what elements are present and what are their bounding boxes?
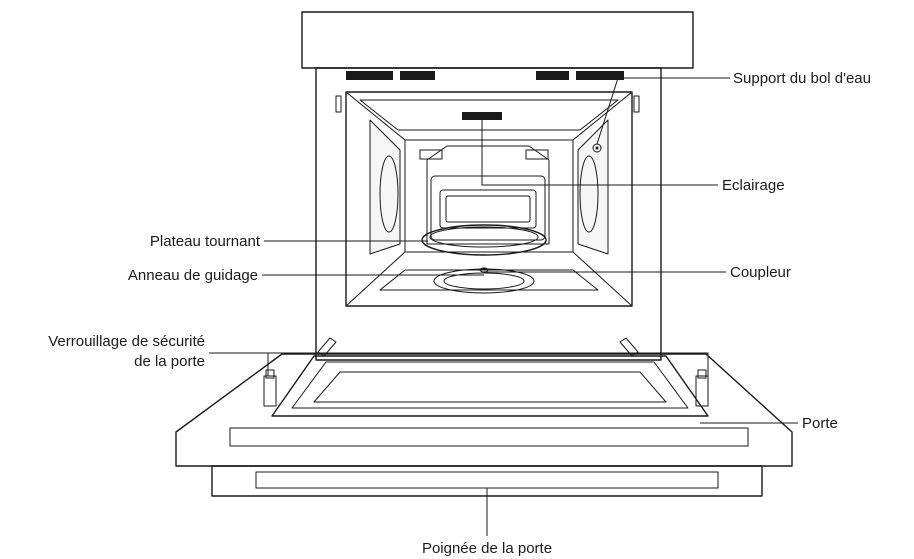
oven-body xyxy=(301,11,694,361)
label-anneau: Anneau de guidage xyxy=(128,267,258,284)
oven-top-panel xyxy=(301,11,694,69)
vent-slots xyxy=(346,71,624,80)
oven-door xyxy=(175,337,793,467)
labels: Support du bol d'eau Eclairage Plateau t… xyxy=(48,70,871,557)
oven-cavity xyxy=(345,91,633,307)
label-verrouillage-line2: de la porte xyxy=(134,353,205,370)
guide-ring xyxy=(433,268,535,294)
oven-cabinet xyxy=(315,67,662,361)
label-plateau: Plateau tournant xyxy=(150,233,261,250)
label-coupleur: Coupleur xyxy=(730,264,791,281)
label-verrouillage-line1: Verrouillage de sécurité xyxy=(48,333,205,350)
door-safety-latch-right xyxy=(695,369,709,407)
light-fixture xyxy=(462,112,502,120)
leader-lines xyxy=(209,77,798,536)
label-porte: Porte xyxy=(802,415,838,432)
label-support-bol: Support du bol d'eau xyxy=(733,70,871,87)
door-safety-latch-left xyxy=(263,369,277,407)
label-poignee: Poignée de la porte xyxy=(422,540,552,557)
turntable xyxy=(421,224,547,256)
label-eclairage: Eclairage xyxy=(722,177,785,194)
